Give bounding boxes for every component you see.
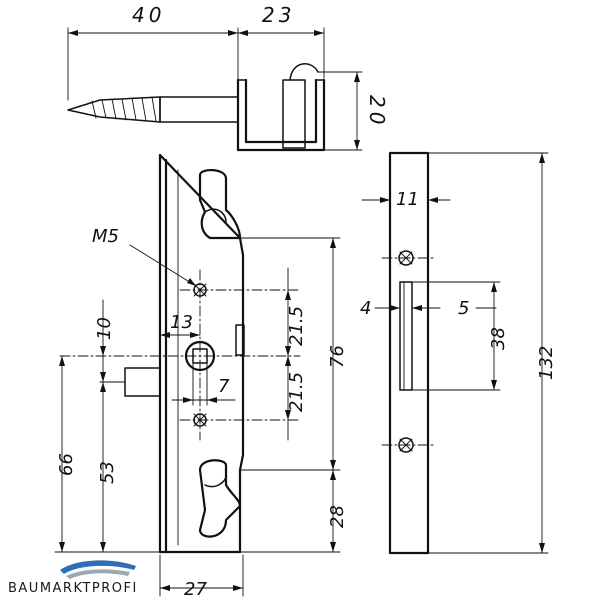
brand-name: BAUMARKTPROFI bbox=[8, 580, 138, 596]
dim-76: 76 bbox=[327, 345, 348, 368]
dim-27: 27 bbox=[184, 579, 207, 600]
dim-11: 11 bbox=[396, 189, 419, 210]
dim-7: 7 bbox=[218, 376, 230, 397]
side-view bbox=[361, 151, 549, 555]
brand-logo-icon bbox=[60, 560, 136, 579]
dim-53: 53 bbox=[97, 461, 118, 484]
dim-21-5-lower: 21.5 bbox=[286, 372, 307, 412]
screw-view bbox=[67, 27, 363, 152]
dim-4: 4 bbox=[360, 298, 371, 319]
dim-21-5-upper: 21.5 bbox=[286, 306, 307, 346]
dim-28: 28 bbox=[327, 505, 348, 528]
dim-132: 132 bbox=[536, 346, 557, 380]
brand-watermark: BAUMARKTPROFI bbox=[8, 560, 138, 598]
dim-13: 13 bbox=[170, 312, 193, 333]
dim-head-height: 20 bbox=[365, 95, 389, 128]
dim-38: 38 bbox=[488, 327, 509, 350]
dim-head-length: 23 bbox=[262, 3, 295, 27]
dim-10: 10 bbox=[94, 317, 115, 340]
label-thread-m5: M5 bbox=[92, 226, 119, 247]
dim-screw-length: 40 bbox=[132, 3, 165, 27]
front-view bbox=[54, 153, 341, 597]
dim-5: 5 bbox=[458, 298, 469, 319]
dim-66: 66 bbox=[56, 453, 77, 476]
